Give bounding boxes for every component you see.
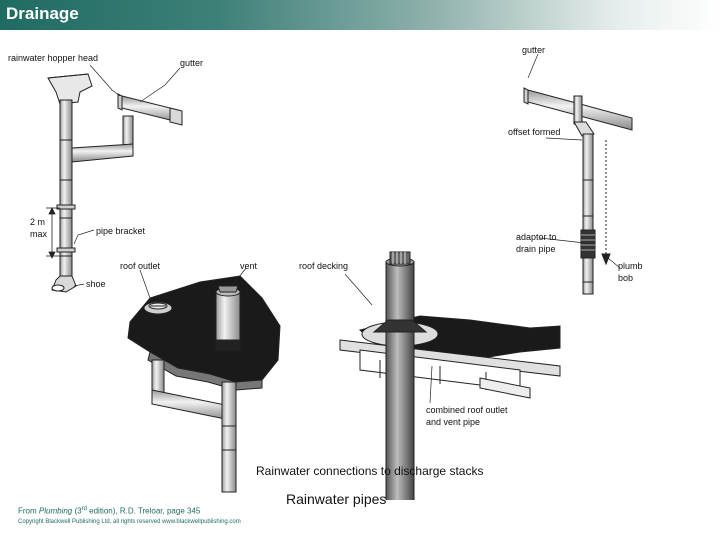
leader-lines-right xyxy=(527,53,621,269)
source-prefix: From xyxy=(18,506,39,516)
leader-lines-center xyxy=(139,267,247,299)
label-gutter-right: gutter xyxy=(522,45,546,55)
label-gutter-left: gutter xyxy=(180,58,204,68)
drainage-illustration xyxy=(46,53,633,500)
label-shoe: shoe xyxy=(86,279,106,289)
label-max: max xyxy=(30,229,48,239)
copyright-notice: Copyright Blackwell Publishing Ltd, all … xyxy=(18,519,241,525)
dimension-line xyxy=(46,207,60,259)
caption-connections: Rainwater connections to discharge stack… xyxy=(256,464,484,478)
combined-outlet-assembly xyxy=(339,251,561,500)
source-edition-rest: edition), R.D. Treloar, page 345 xyxy=(86,506,201,516)
hopper-head-assembly xyxy=(47,73,183,293)
source-edition-sup: rd xyxy=(81,506,87,512)
label-adaptor-line2: drain pipe xyxy=(516,244,556,254)
gutter-offset-assembly xyxy=(523,87,633,295)
label-bob: bob xyxy=(618,273,634,283)
page-title: Drainage xyxy=(6,4,79,23)
label-roof-outlet: roof outlet xyxy=(120,261,161,271)
source-edition-open: (3 xyxy=(72,506,82,516)
label-vent: vent xyxy=(240,261,258,271)
label-combined-line2: and vent pipe xyxy=(426,417,481,427)
label-rainwater-hopper-head: rainwater hopper head xyxy=(8,53,99,63)
label-combined-line1: combined roof outlet xyxy=(426,405,508,415)
label-pipe-bracket: pipe bracket xyxy=(96,226,146,236)
title-bar: Drainage xyxy=(0,0,720,30)
caption-main: Rainwater pipes xyxy=(286,491,387,507)
label-2m: 2 m xyxy=(30,217,46,227)
source-citation: From Plumbing (3rd edition), R.D. Treloa… xyxy=(18,506,200,516)
label-offset-formed: offset formed xyxy=(508,127,561,137)
label-roof-decking: roof decking xyxy=(299,261,349,271)
source-book: Plumbing xyxy=(38,506,73,516)
label-adaptor-line1: adaptor to xyxy=(516,232,557,242)
roof-outlet-vent-assembly xyxy=(127,275,281,493)
leader-lines-left xyxy=(73,64,181,287)
label-plumb: plumb xyxy=(618,261,643,271)
leader-lines-combined xyxy=(344,273,433,404)
